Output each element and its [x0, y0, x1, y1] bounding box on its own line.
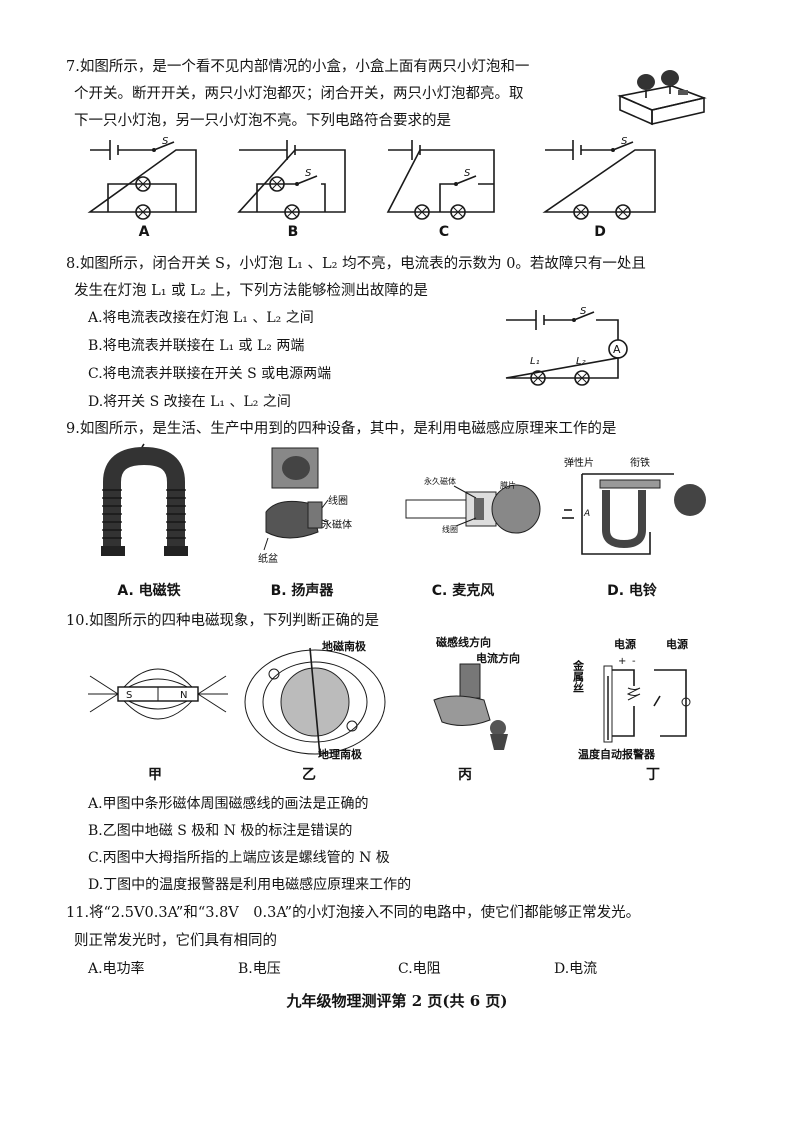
q7-option-b: B: [287, 224, 299, 240]
q8-option-a: A.将电流表改接在灯泡 L₁ 、L₂ 之间: [88, 310, 314, 326]
q7-line-1: 7.如图所示，是一个看不见内部情况的小盒，小盒上面有两只小灯泡和一: [66, 59, 530, 75]
q7-option-d: D: [594, 224, 606, 240]
svg-text:永磁体: 永磁体: [322, 518, 352, 531]
q10-caption-yi: 乙: [302, 767, 316, 783]
q11-option-a: A.电功率: [88, 961, 145, 977]
svg-text:电流方向: 电流方向: [476, 651, 520, 665]
svg-text:膜片: 膜片: [500, 480, 516, 490]
q10-ding-temperature-alarm: 金属丝 电源 电源 + - 温度自动报警器: [572, 637, 691, 761]
svg-text:电源: 电源: [666, 637, 688, 651]
q9-caption-d: D. 电铃: [607, 583, 657, 599]
q8-line-2: 发生在灯泡 L₁ 或 L₂ 上，下列方法能够检测出故障的是: [74, 283, 428, 299]
q10-line-1: 10.如图所示的四种电磁现象，下列判断正确的是: [66, 613, 380, 629]
q7-circuit-d: S: [542, 136, 656, 220]
q10-caption-bing: 丙: [458, 767, 472, 783]
svg-text:A: A: [613, 343, 621, 356]
q7-circuit-b: S: [237, 140, 346, 220]
q11-option-c: C.电阻: [398, 961, 441, 977]
q7-option-c: C: [438, 224, 450, 240]
q8-option-b: B.将电流表并联接在 L₁ 或 L₂ 两端: [88, 338, 305, 354]
svg-text:S: S: [162, 136, 169, 147]
svg-text:衔铁: 衔铁: [630, 456, 650, 469]
q10-jia-bar-magnet: S N: [88, 668, 228, 720]
svg-text:N: N: [180, 690, 187, 701]
svg-text:地磁南极: 地磁南极: [322, 639, 367, 653]
q7-option-a: A: [138, 224, 150, 240]
svg-text:S: S: [621, 136, 628, 147]
q10-option-a: A.甲图中条形磁体周围磁感线的画法是正确的: [88, 796, 369, 812]
q8-line-1: 8.如图所示，闭合开关 S，小灯泡 L₁ 、L₂ 均不亮，电流表的示数为 0。若…: [66, 256, 646, 272]
svg-text:S: S: [126, 690, 132, 701]
svg-text:L₁: L₁: [530, 356, 540, 367]
q9-caption-a: A. 电磁铁: [117, 583, 181, 599]
q10-option-c: C.丙图中大拇指所指的上端应该是螺线管的 N 极: [88, 850, 390, 866]
svg-text:磁感线方向: 磁感线方向: [436, 635, 491, 649]
q7-line-3: 下一只小灯泡，另一只小灯泡不亮。下列电路符合要求的是: [74, 113, 451, 129]
svg-text:线圈: 线圈: [328, 494, 348, 507]
q8-option-c: C.将电流表并联接在开关 S 或电源两端: [88, 366, 332, 382]
q11-option-d: D.电流: [554, 961, 598, 977]
svg-text:永久磁体: 永久磁体: [424, 476, 456, 486]
page-footer: 九年级物理测评第 2 页(共 6 页): [286, 992, 508, 1010]
q7-circuit-a: S: [87, 136, 197, 220]
q9-bell-image: 弹性片 衔铁 A: [562, 456, 706, 555]
q11-option-b: B.电压: [238, 961, 281, 977]
q9-caption-b: B. 扬声器: [270, 583, 334, 599]
svg-text:S: S: [464, 168, 471, 179]
svg-text:电源: 电源: [614, 637, 636, 651]
q9-microphone-image: 永久磁体 膜片 线圈: [405, 476, 541, 534]
q10-option-b: B.乙图中地磁 S 极和 N 极的标注是错误的: [88, 823, 353, 839]
q11-line-1: 11.将“2.5V0.3A”和“3.8V 0.3A”的小灯泡接入不同的电路中，使…: [66, 905, 641, 921]
svg-text:S: S: [580, 306, 587, 317]
q8-circuit-diagram: S A L₁ L₂: [505, 306, 628, 386]
q7-circuit-c: S: [386, 140, 495, 220]
svg-text:线圈: 线圈: [442, 524, 458, 534]
q10-yi-earth-field: 地磁南极 地理南极: [244, 639, 386, 761]
svg-text:地理南极: 地理南极: [318, 747, 363, 761]
svg-text:金属丝: 金属丝: [572, 659, 586, 693]
q8-option-d: D.将开关 S 改接在 L₁ 、L₂ 之间: [88, 394, 291, 410]
svg-text:L₂: L₂: [576, 356, 586, 367]
q10-option-d: D.丁图中的温度报警器是利用电磁感应原理来工作的: [88, 877, 412, 893]
svg-text:-: -: [632, 656, 636, 667]
q9-caption-c: C. 麦克风: [431, 583, 495, 599]
q10-bing-right-hand: 磁感线方向 电流方向: [433, 635, 520, 750]
svg-text:A: A: [583, 509, 590, 519]
svg-text:温度自动报警器: 温度自动报警器: [578, 747, 656, 761]
q7-line-2: 个开关。断开开关，两只小灯泡都灭；闭合开关，两只小灯泡都亮。取: [74, 86, 524, 102]
q10-caption-ding: 丁: [646, 767, 660, 783]
q7-box-illustration: [617, 70, 707, 126]
svg-text:+: +: [618, 656, 626, 667]
q10-caption-jia: 甲: [148, 767, 162, 783]
q11-line-2: 则正常发光时，它们具有相同的: [74, 933, 277, 949]
q9-electromagnet-image: [101, 443, 188, 556]
svg-text:弹性片: 弹性片: [564, 456, 594, 469]
svg-text:纸盆: 纸盆: [258, 552, 278, 565]
q9-line-1: 9.如图所示，是生活、生产中用到的四种设备，其中，是利用电磁感应原理来工作的是: [66, 421, 617, 437]
svg-text:S: S: [305, 168, 312, 179]
q9-speaker-image: 线圈 永磁体 纸盆: [258, 447, 352, 565]
